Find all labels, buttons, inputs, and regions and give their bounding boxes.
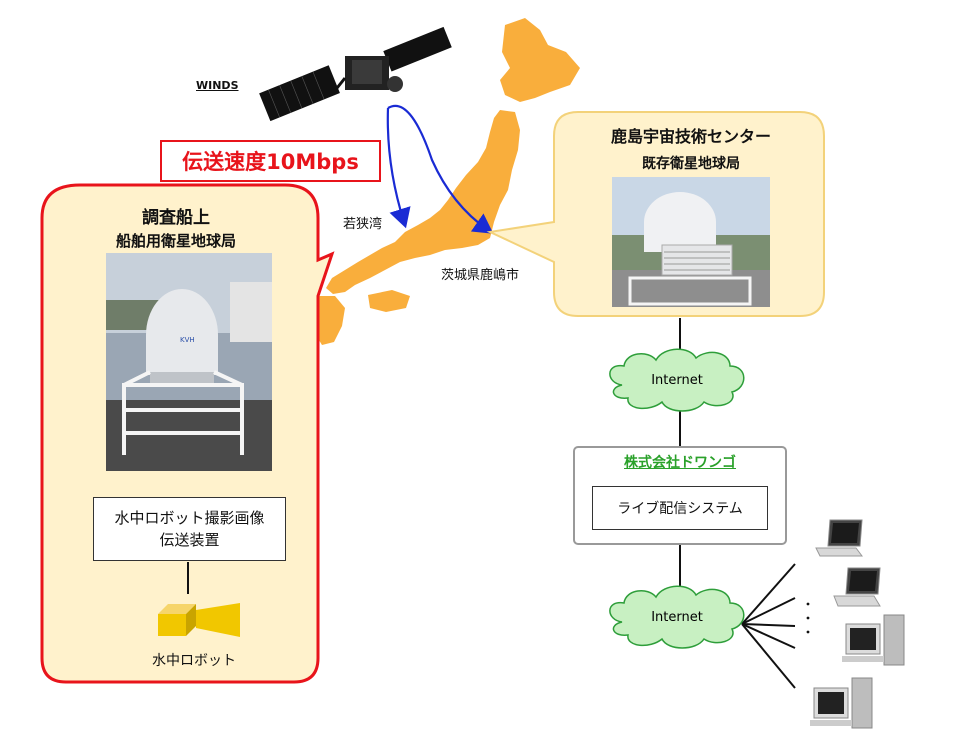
robot-label: 水中ロボット bbox=[152, 653, 236, 669]
laptop-icon-2 bbox=[833, 567, 881, 607]
satellite-label: WINDS bbox=[196, 79, 239, 92]
wakasa-bay-label: 若狭湾 bbox=[343, 217, 383, 232]
svg-text:KVH: KVH bbox=[180, 336, 195, 344]
japan-map bbox=[312, 18, 580, 345]
device-label-line1: 水中ロボット撮影画像 bbox=[114, 509, 265, 527]
ship-subtitle: 船舶用衛星地球局 bbox=[115, 232, 236, 250]
device-label-line2: 伝送装置 bbox=[159, 531, 220, 549]
live-streaming-system: ライブ配信システム bbox=[592, 486, 768, 530]
ellipsis-dots bbox=[806, 602, 810, 634]
kashima-center-title: 鹿島宇宙技術センター bbox=[610, 127, 771, 146]
internet-label-lower: Internet bbox=[651, 610, 703, 625]
downlink-arrow-wakasa bbox=[386, 107, 411, 229]
underwater-robot-icon bbox=[158, 603, 240, 637]
kashima-center-subtitle: 既存衛星地球局 bbox=[642, 156, 740, 172]
transmission-speed-label: 伝送速度10Mbps bbox=[160, 140, 381, 182]
laptop-icon-1 bbox=[815, 519, 863, 557]
internet-cloud-lower bbox=[609, 585, 745, 649]
company-name[interactable]: 株式会社ドワンゴ bbox=[624, 455, 736, 471]
satellite-icon bbox=[259, 26, 452, 122]
kashima-city-label: 茨城県鹿嶋市 bbox=[441, 268, 520, 283]
ship-title: 調査船上 bbox=[142, 208, 210, 228]
internet-label-upper: Internet bbox=[651, 373, 703, 388]
desktop-icon-2 bbox=[810, 677, 873, 729]
connector-lines bbox=[187, 318, 796, 689]
kashima-antenna-photo bbox=[612, 177, 770, 307]
internet-cloud-upper bbox=[609, 348, 745, 412]
image-transmission-device: 水中ロボット撮影画像 伝送装置 bbox=[93, 497, 286, 561]
ship-antenna-photo: KVH bbox=[106, 253, 272, 471]
desktop-icon-1 bbox=[842, 614, 905, 666]
downlink-arrow-kashima bbox=[387, 104, 494, 234]
